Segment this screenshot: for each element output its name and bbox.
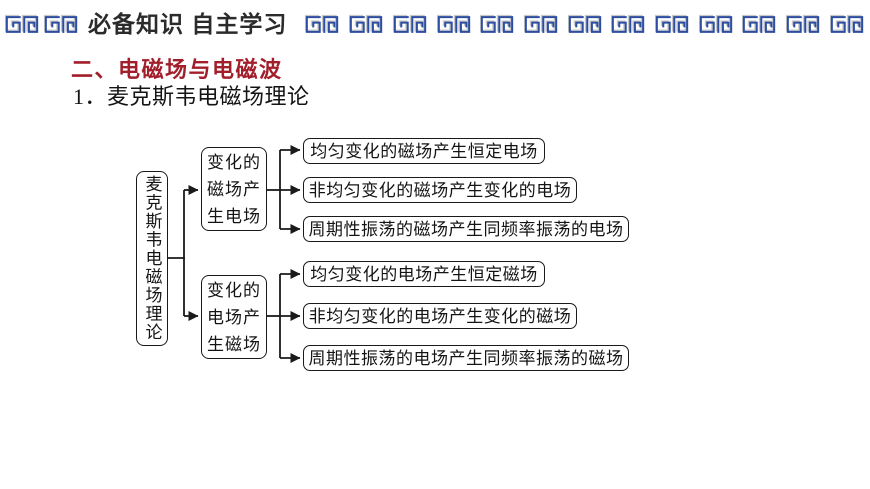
header-bar: 必备知识 自主学习 (5, 9, 864, 39)
meander-icon (829, 14, 864, 33)
meander-icon (392, 14, 426, 33)
meander-icon (655, 14, 689, 33)
sub-heading: 1．麦克斯韦电磁场理论 (73, 84, 310, 109)
leaf-node-nonuniform-electric: 非均匀变化的电场产生变化的磁场 (303, 303, 577, 329)
root-node-maxwell-theory: 麦克斯韦电磁场理论 (136, 171, 168, 346)
leaf-node-oscillating-electric: 周期性振荡的电场产生同频率振荡的磁场 (303, 345, 629, 371)
meander-icon (742, 14, 776, 33)
meander-icon (305, 14, 339, 33)
meander-icon (44, 14, 78, 33)
leaf-node-uniform-electric: 均匀变化的电场产生恒定磁场 (303, 261, 545, 287)
meander-pattern-right (305, 14, 864, 35)
meander-icon (523, 14, 558, 33)
meander-icon (786, 14, 820, 33)
meander-icon (436, 14, 470, 33)
meander-icon (480, 14, 514, 33)
branch-node-changing-electric-field: 变化的电场产生磁场 (201, 275, 267, 359)
leaf-node-uniform-magnetic: 均匀变化的磁场产生恒定电场 (303, 138, 545, 164)
meander-icon (567, 14, 601, 33)
branch-node-changing-magnetic-field: 变化的磁场产生电场 (201, 147, 267, 231)
meander-icon (349, 14, 383, 33)
meander-pattern-left (5, 14, 78, 35)
meander-icon (698, 14, 732, 33)
leaf-node-nonuniform-magnetic: 非均匀变化的磁场产生变化的电场 (303, 177, 577, 203)
leaf-node-oscillating-magnetic: 周期性振荡的磁场产生同频率振荡的电场 (303, 216, 629, 242)
section-heading: 二、电磁场与电磁波 (71, 57, 283, 82)
meander-icon (611, 14, 645, 33)
meander-icon (5, 14, 39, 33)
page-title: 必备知识 自主学习 (88, 10, 288, 37)
